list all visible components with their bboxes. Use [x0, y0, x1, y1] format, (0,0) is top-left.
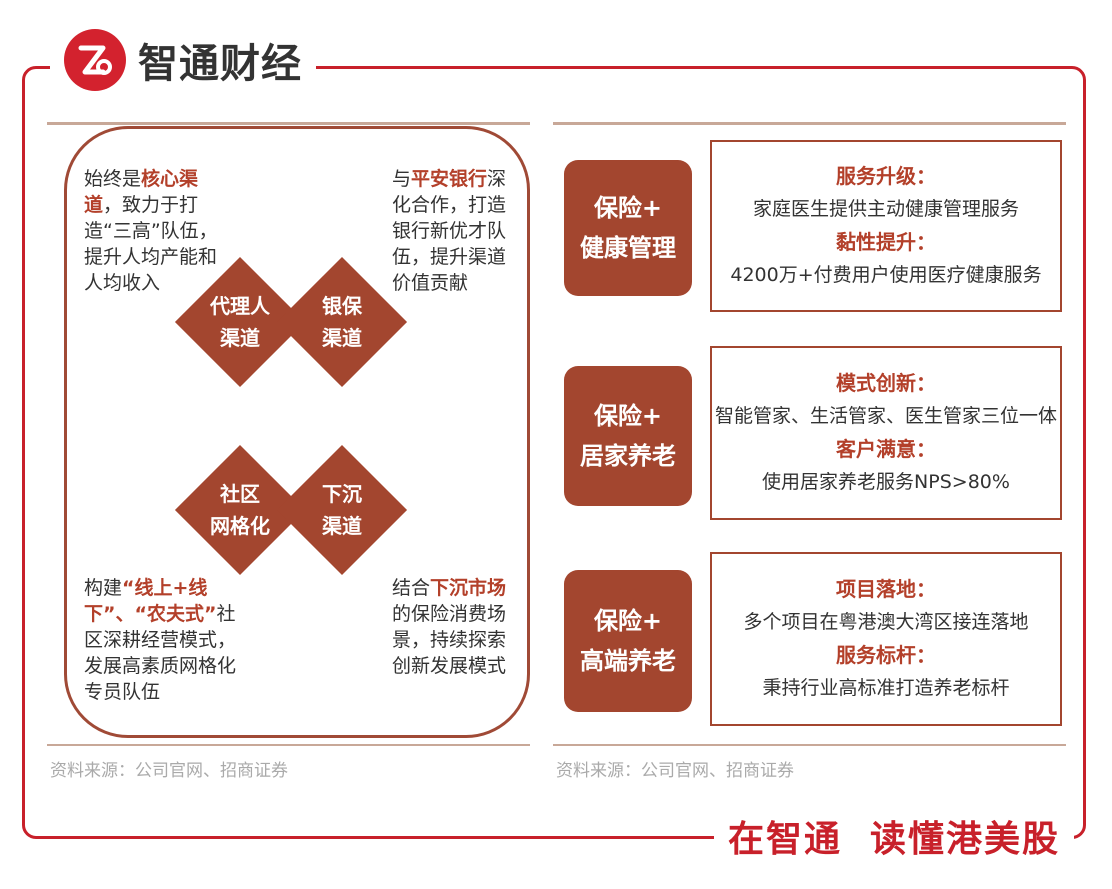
diamond-agent-label: 代理人渠道: [210, 294, 270, 350]
box-insurance-health: 保险+健康管理: [564, 160, 692, 296]
top-right-text: 与平安银行深化合作，打造银行新优才队伍，提升渠道价值贡献: [392, 168, 507, 294]
right-header-rule: [553, 122, 1066, 125]
logo-icon: [64, 29, 126, 91]
right-source: 资料来源：公司官网、招商证券: [556, 761, 794, 781]
outer-frame: [22, 66, 1086, 839]
channels-oval: [64, 126, 530, 738]
box-insurance-home-care: 保险+居家养老: [564, 366, 692, 506]
logo-name: 智通财经: [138, 41, 302, 87]
desc-insurance-home-care: 模式创新： 智能管家、生活管家、医生管家三位一体 客户满意： 使用居家养老服务N…: [710, 346, 1062, 520]
bottom-right-text: 结合下沉市场的保险消费场景，持续探索创新发展模式: [392, 577, 507, 677]
diamond-sinking-label: 下沉渠道: [322, 482, 362, 538]
box-insurance-high-end-care: 保险+高端养老: [564, 570, 692, 712]
diamond-community-label: 社区网格化: [210, 482, 270, 538]
diamond-bancassurance-label: 银保渠道: [322, 294, 362, 350]
slogan: 在智通读懂港美股: [713, 808, 1074, 872]
left-source: 资料来源：公司官网、招商证券: [50, 761, 288, 781]
desc-insurance-health: 服务升级： 家庭医生提供主动健康管理服务 黏性提升： 4200万+付费用户使用医…: [710, 140, 1062, 312]
left-footer-rule: [47, 744, 530, 746]
bottom-left-text: 构建“线上+线下”、“农夫式”社区深耕经营模式，发展高素质网格化专员队伍: [84, 577, 237, 703]
right-footer-rule: [553, 744, 1066, 746]
left-header-rule: [47, 122, 530, 125]
slogan-part1: 在智通: [727, 819, 842, 860]
top-left-text: 始终是核心渠道，致力于打造“三高”队伍，提升人均产能和人均收入: [84, 168, 218, 294]
slogan-part2: 读懂港美股: [869, 819, 1060, 860]
desc-insurance-high-end-care: 项目落地： 多个项目在粤港澳大湾区接连落地 服务标杆： 秉持行业高标准打造养老标…: [710, 552, 1062, 726]
brand-logo: 智通财经: [50, 20, 316, 100]
